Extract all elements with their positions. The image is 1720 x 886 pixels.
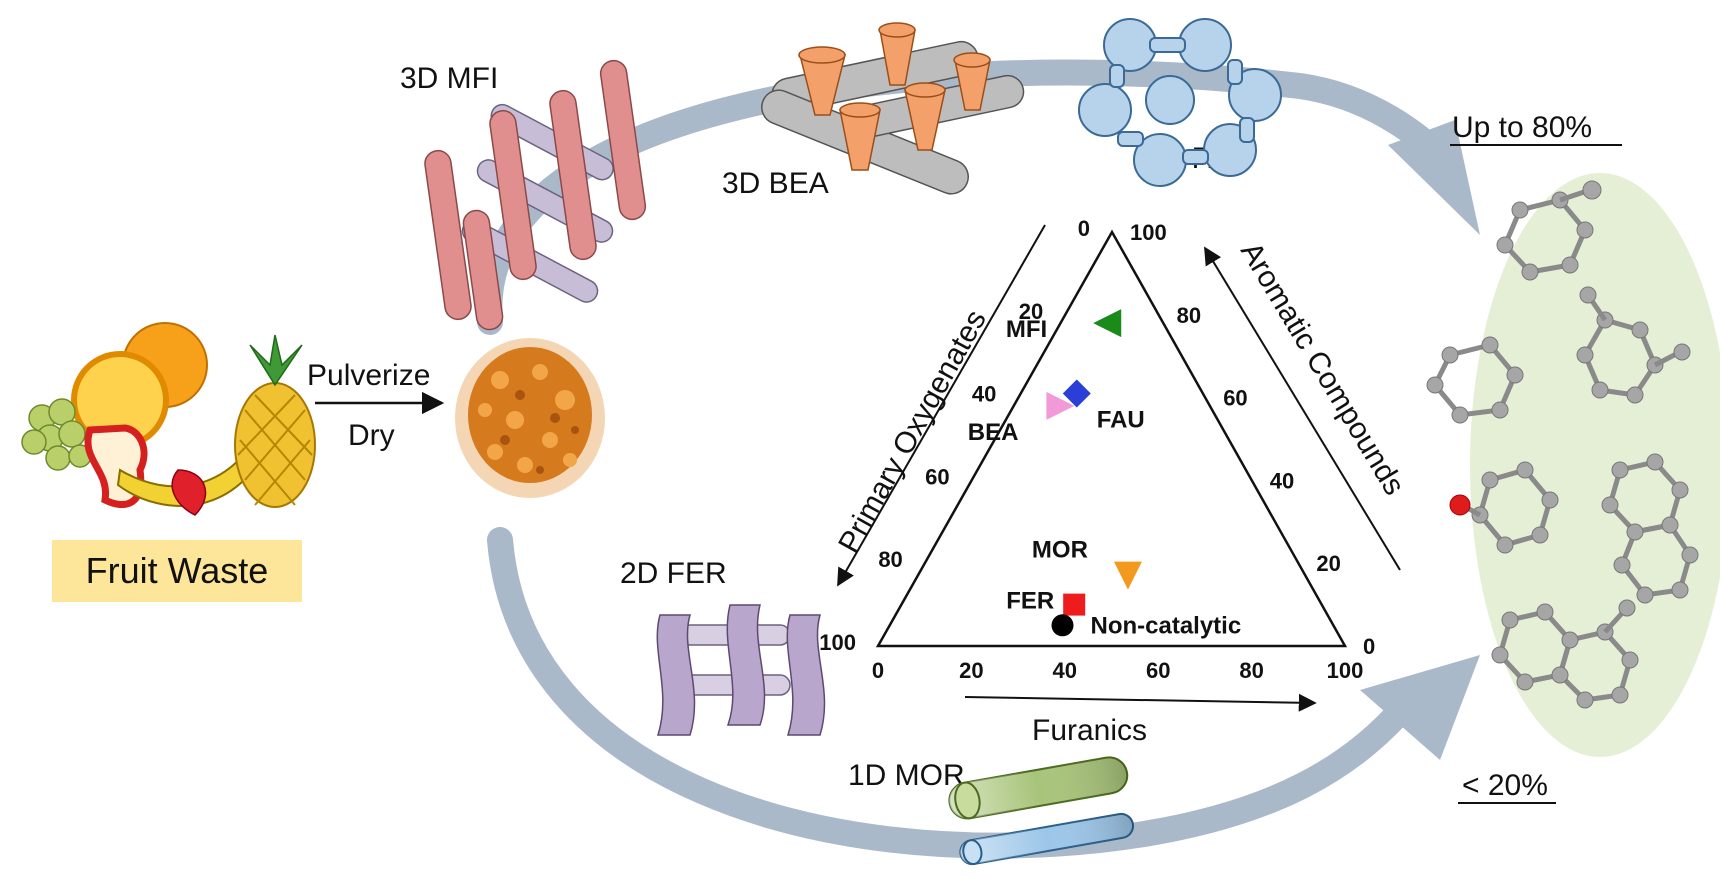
right-tick-label: 20 [1316, 551, 1340, 576]
methylnaphthalene-molecule [1491, 599, 1639, 709]
oxygen-atom [1449, 494, 1471, 516]
strawberry-icon [171, 469, 207, 516]
left-axis-ticks: 0 20 40 60 80 100 [819, 216, 1090, 655]
right-tick-label: 80 [1177, 303, 1201, 328]
mor-zeolite-label: 1D MOR [848, 759, 965, 792]
right-tick-label: 60 [1223, 386, 1247, 411]
phenol-molecule [1449, 461, 1559, 554]
toluene-molecule [1496, 180, 1602, 281]
marker-fau [1062, 379, 1091, 408]
product-region [1470, 173, 1720, 757]
dry-label: Dry [348, 419, 395, 452]
left-tick-label: 60 [925, 464, 949, 489]
high-yield-label: Up to 80% [1452, 111, 1592, 144]
low-yield-label: < 20% [1462, 769, 1548, 802]
point-label-fau: FAU [1097, 406, 1145, 433]
bottom-tick-label: 100 [1327, 658, 1364, 683]
point-label-fer: FER [1006, 588, 1054, 615]
right-axis-arrow [1204, 246, 1401, 571]
benzene-molecule [1426, 336, 1524, 424]
mor-structure-icon [948, 756, 1135, 866]
fruit-waste-label-box [52, 540, 302, 602]
fruit-waste-illustration [21, 322, 316, 516]
point-label-non-catalytic: Non-catalytic [1090, 612, 1241, 639]
mfi-structure-icon [424, 59, 647, 331]
left-axis-arrow [837, 224, 1046, 587]
right-axis-ticks: 0 20 40 60 80 100 [1130, 220, 1375, 659]
mfi-zeolite-label: 3D MFI [400, 62, 498, 95]
pulverize-label: Pulverize [307, 359, 430, 392]
bottom-axis-ticks: 0 20 40 60 80 100 [872, 658, 1363, 683]
marker-non-catalytic [1051, 614, 1074, 637]
ternary-plot: 0 20 40 60 80 100 0 20 40 60 80 100 0 20 40 60 80 100 M… [819, 216, 1411, 747]
xylene-molecule [1576, 286, 1691, 404]
right-axis-title: Aromatic Compounds [1234, 237, 1411, 501]
fruit-waste-label: Fruit Waste [86, 550, 269, 591]
ternary-points: MFI BEA FAU MOR FER Non-catalytic [968, 309, 1241, 639]
marker-mfi [1093, 309, 1122, 338]
bea-zeolite-label: 3D BEA [722, 167, 829, 200]
bottom-tick-label: 0 [872, 658, 884, 683]
left-tick-label: 20 [1019, 299, 1043, 324]
right-tick-label: 0 [1363, 634, 1375, 659]
point-label-mor: MOR [1032, 537, 1088, 564]
aromatic-molecules [1426, 180, 1699, 709]
marker-bea [1046, 391, 1075, 420]
grapes-icon [21, 398, 92, 471]
left-tick-label: 100 [819, 630, 856, 655]
fau-structure-icon [1078, 18, 1282, 187]
pineapple-icon [234, 334, 316, 508]
bottom-tick-label: 20 [959, 658, 983, 683]
dried-powder-icon [455, 338, 605, 498]
point-label-bea: BEA [968, 419, 1019, 446]
bottom-tick-label: 80 [1239, 658, 1263, 683]
upper-arrow-head [1388, 120, 1480, 235]
bottom-tick-label: 40 [1053, 658, 1077, 683]
marker-fer [1063, 593, 1086, 616]
bea-structure-icon [761, 22, 1025, 195]
ternary-triangle [875, 229, 1348, 648]
lower-arrow-head [1360, 655, 1480, 760]
bottom-tick-label: 60 [1146, 658, 1170, 683]
left-tick-label: 0 [1078, 216, 1090, 241]
bottom-axis-arrow [964, 693, 1317, 712]
fer-zeolite-label: 2D FER [620, 557, 727, 590]
fer-structure-icon [656, 604, 826, 736]
point-label-mfi: MFI [1006, 316, 1047, 343]
left-tick-label: 80 [878, 547, 902, 572]
right-tick-label: 100 [1130, 220, 1167, 245]
bottom-axis-title: Furanics [1032, 714, 1147, 747]
marker-mor [1113, 561, 1142, 590]
left-tick-label: 40 [972, 382, 996, 407]
right-tick-label: 40 [1270, 468, 1294, 493]
naphthalene-molecule [1601, 453, 1699, 604]
